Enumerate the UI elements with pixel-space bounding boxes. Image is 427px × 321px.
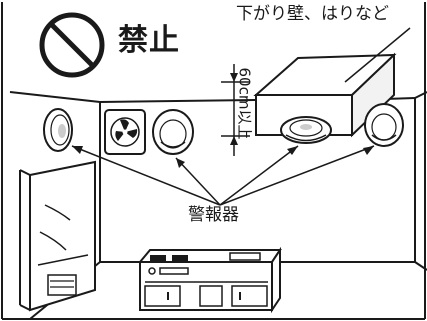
ceiling-edge-back bbox=[99, 99, 257, 103]
dimension-marker bbox=[221, 64, 250, 156]
stove-icon bbox=[137, 246, 282, 314]
floor-edge-right bbox=[414, 261, 427, 271]
dim-arrow-bottom bbox=[230, 136, 238, 145]
ventilation-fan-icon bbox=[104, 109, 146, 155]
prohibit-icon bbox=[39, 12, 105, 78]
ceiling-edge-left bbox=[9, 91, 101, 103]
dim-arrow-top bbox=[230, 73, 238, 82]
ceiling-edge-right bbox=[414, 91, 427, 99]
smoke-alarm-icon bbox=[280, 116, 332, 144]
alarm-arrows bbox=[71, 145, 375, 206]
beam-leader bbox=[344, 27, 411, 83]
prohibit-label: 禁止 bbox=[118, 23, 180, 58]
smoke-alarm-icon bbox=[152, 109, 194, 155]
alarm-label: 警報器 bbox=[188, 205, 239, 225]
smoke-alarm-icon bbox=[364, 103, 404, 147]
distance-label: 60cm以上 bbox=[235, 67, 254, 140]
refrigerator-icon bbox=[19, 160, 96, 312]
beam-label: 下がり壁、はりなど bbox=[236, 4, 389, 24]
smoke-alarm-icon bbox=[43, 108, 73, 152]
